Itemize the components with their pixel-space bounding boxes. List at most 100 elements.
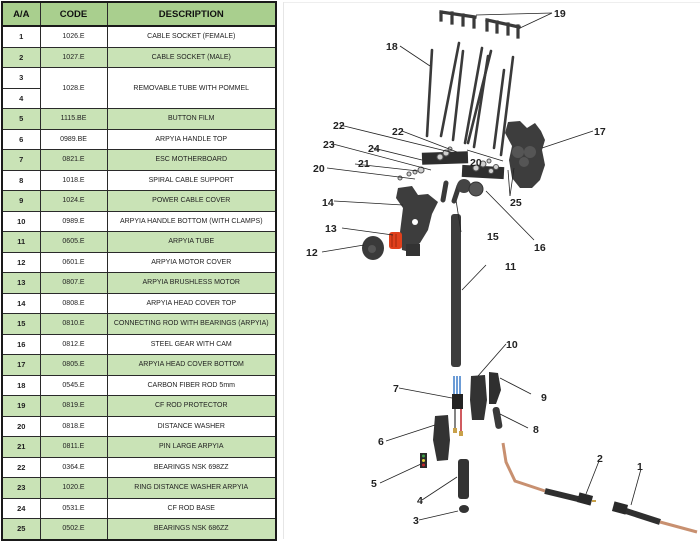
part-1-cable-socket-female — [611, 501, 698, 534]
cell-description: RING DISTANCE WASHER ARPYIA — [106, 477, 277, 499]
callout-20a: 20 — [313, 163, 325, 175]
cell-aa: 13 — [1, 272, 41, 294]
part-16-steel-gear — [457, 179, 484, 197]
callout-8: 8 — [533, 424, 539, 436]
cell-code: 0531.E — [39, 497, 108, 519]
callout-labels: 19 18 22 22 23 24 21 20 20 17 25 14 13 1… — [306, 8, 643, 527]
cell-code: 1027.E — [39, 46, 108, 68]
cell-description: REMOVABLE TUBE WITH POMMEL — [106, 67, 277, 109]
cell-aa: 1 — [1, 25, 41, 48]
callout-19: 19 — [554, 8, 566, 20]
cell-code: 1024.E — [39, 190, 108, 212]
cell-code: 0601.E — [39, 251, 108, 273]
cell-aa: 4 — [1, 87, 41, 109]
part-12-motor-cover — [362, 236, 384, 260]
callout-5: 5 — [371, 478, 377, 490]
cell-code: 0989.BE — [39, 128, 108, 150]
cell-code: 1026.E — [39, 25, 108, 48]
panel-top-border — [284, 2, 700, 3]
cell-code: 0545.E — [39, 374, 108, 396]
cell-aa: 18 — [1, 374, 41, 396]
part-2-cable-socket-male — [501, 442, 596, 506]
cell-code: 0605.E — [39, 231, 108, 253]
header-description: DESCRIPTION — [106, 1, 277, 27]
table-row: 4 — [1, 87, 276, 109]
cell-code: 0989.E — [39, 210, 108, 232]
part-10-handle-bottom — [470, 375, 487, 420]
cell-aa: 16 — [1, 333, 41, 355]
cell-description: CF ROD PROTECTOR — [106, 395, 277, 417]
cell-code: 0819.E — [39, 395, 108, 417]
cell-description: POWER CABLE COVER — [106, 190, 277, 212]
cell-code: 1115.BE — [39, 108, 108, 130]
part-7-esc-motherboard — [452, 376, 463, 436]
cell-code: 0811.E — [39, 436, 108, 458]
callout-6: 6 — [378, 436, 384, 448]
part-13-brushless-motor — [389, 232, 402, 249]
cell-code: 0810.E — [39, 313, 108, 335]
cell-description: PIN LARGE ARPYIA — [106, 436, 277, 458]
callout-4: 4 — [417, 495, 423, 507]
cell-description: BUTTON FILM — [106, 108, 277, 130]
part-3-pommel — [459, 505, 469, 513]
callout-14: 14 — [322, 197, 334, 209]
cell-description: ARPYIA HEAD COVER TOP — [106, 292, 277, 314]
cell-code: 0807.E — [39, 272, 108, 294]
cell-aa: 10 — [1, 210, 41, 232]
cell-description: CABLE SOCKET (MALE) — [106, 46, 277, 68]
table-header-row: A/A CODE DESCRIPTION — [1, 1, 277, 27]
callout-17: 17 — [594, 126, 606, 138]
panel-divider — [283, 2, 284, 539]
cell-code: 0812.E — [39, 333, 108, 355]
callout-13: 13 — [325, 223, 337, 235]
callout-16: 16 — [534, 242, 546, 254]
cell-aa: 9 — [1, 190, 41, 212]
cell-aa: 17 — [1, 354, 41, 376]
header-aa: A/A — [1, 1, 41, 27]
callout-25: 25 — [510, 197, 522, 209]
callout-15: 15 — [487, 231, 499, 243]
callout-18: 18 — [386, 41, 398, 53]
cell-code: 1028.E — [39, 67, 108, 109]
callout-2: 2 — [597, 453, 603, 465]
cell-code: 0502.E — [39, 518, 108, 540]
cell-code: 0818.E — [39, 415, 108, 437]
callout-3: 3 — [413, 515, 419, 527]
cell-aa: 5 — [1, 108, 41, 130]
cell-description: ARPYIA MOTOR COVER — [106, 251, 277, 273]
part-24-rod-bases — [421, 151, 505, 180]
callout-24: 24 — [368, 143, 380, 155]
part-19-rod-protectors — [439, 10, 521, 39]
part-8-spiral-cable-support — [492, 406, 503, 429]
callout-22a: 22 — [392, 126, 404, 138]
part-washers-bearings — [397, 146, 499, 181]
cell-aa: 20 — [1, 415, 41, 437]
callout-12: 12 — [306, 247, 318, 259]
cell-aa: 21 — [1, 436, 41, 458]
cell-aa: 6 — [1, 128, 41, 150]
callout-21: 21 — [358, 158, 370, 170]
cell-aa: 2 — [1, 46, 41, 68]
cell-aa: 15 — [1, 313, 41, 335]
cell-description: BEARINGS NSK 686ZZ — [106, 518, 277, 540]
cell-description: ARPYIA HEAD COVER BOTTOM — [106, 354, 277, 376]
part-18-carbon-rods — [425, 41, 515, 157]
cell-description: CF ROD BASE — [106, 497, 277, 519]
header-code: CODE — [39, 1, 108, 27]
cell-description: STEEL GEAR WITH CAM — [106, 333, 277, 355]
part-15-connecting-rods — [440, 180, 462, 204]
part-11-tube — [451, 214, 461, 367]
